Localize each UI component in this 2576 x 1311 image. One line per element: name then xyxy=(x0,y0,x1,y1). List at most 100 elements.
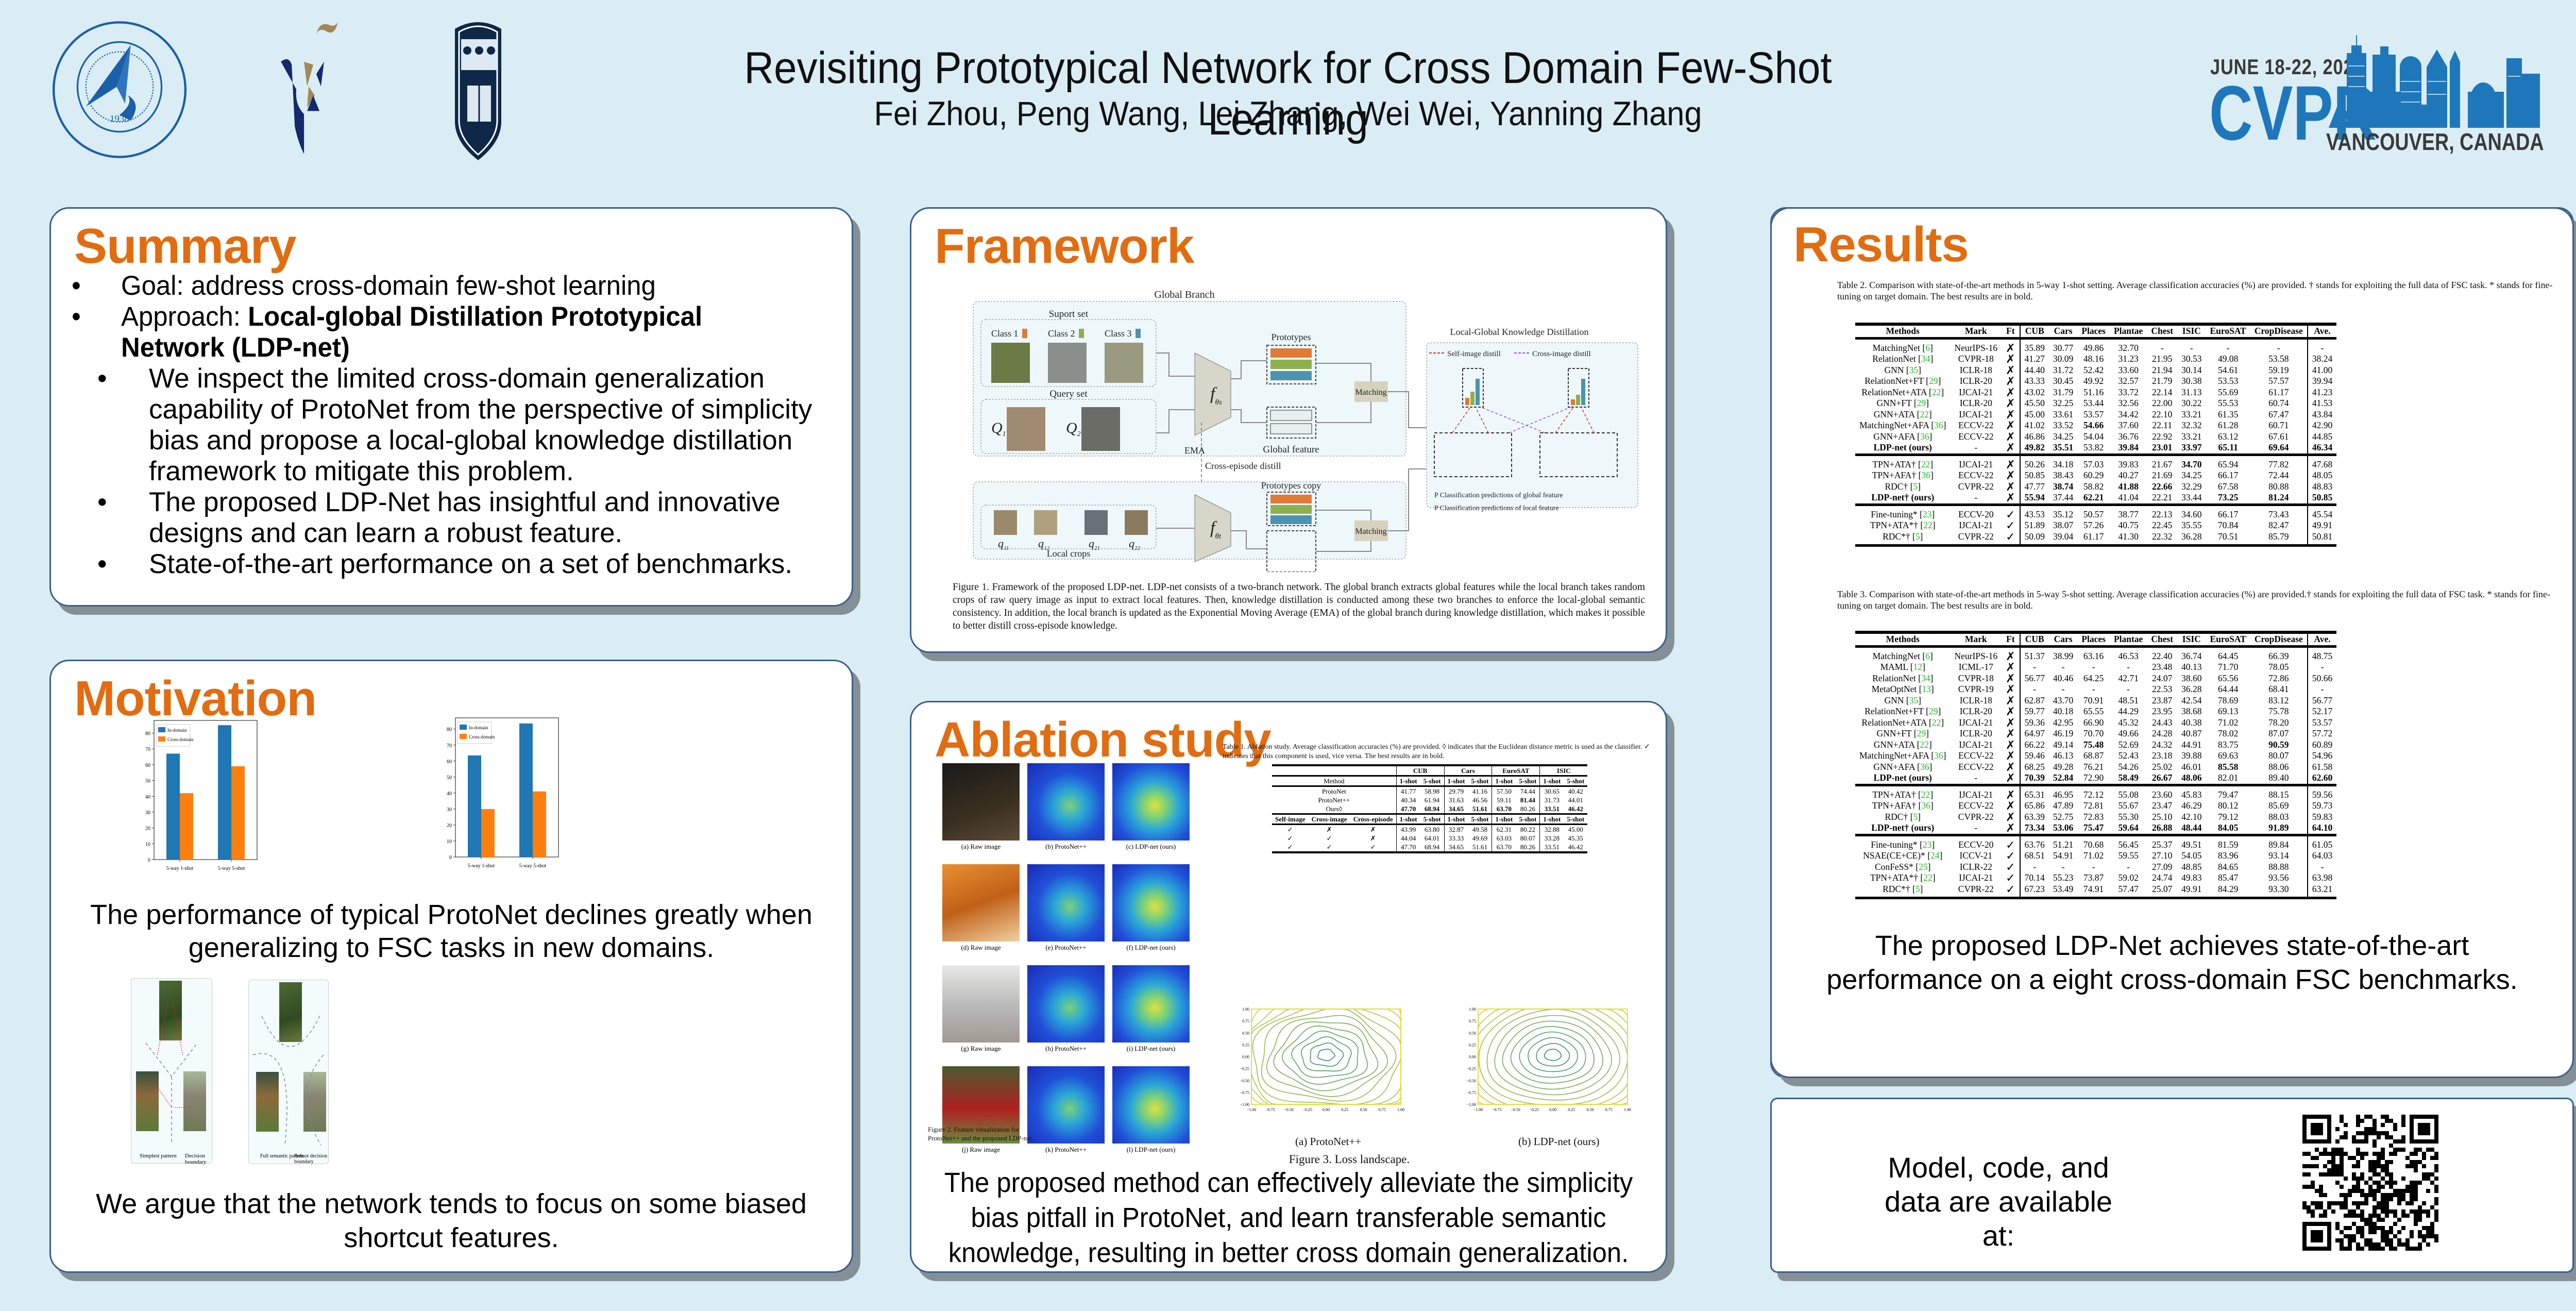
qr-module xyxy=(2360,1119,2364,1123)
class-label: Class 3 xyxy=(1105,328,1132,339)
value-cell: 41.00 xyxy=(2307,364,2337,376)
qr-module xyxy=(2360,1226,2364,1230)
value-cell: 52.75 xyxy=(2053,811,2074,822)
qr-module xyxy=(2377,1152,2381,1156)
x-tick-label: −0.25 xyxy=(1302,1107,1312,1112)
y-tick-label: 30 xyxy=(145,810,150,816)
qr-module xyxy=(2331,1209,2335,1214)
citation-link[interactable]: 29 xyxy=(1917,728,1926,738)
value-cell: 57.57 xyxy=(2268,376,2289,386)
citation-link[interactable]: 6 xyxy=(1925,342,1930,353)
value-cell: 56.45 xyxy=(2109,833,2147,850)
qr-module xyxy=(2311,1201,2315,1205)
citation-link[interactable]: 36 xyxy=(1921,800,1930,811)
qr-module xyxy=(2368,1242,2372,1247)
value-cell: 46.29 xyxy=(2181,800,2202,811)
qr-module xyxy=(2372,1226,2377,1230)
value-cell: 53.58 xyxy=(2268,354,2289,364)
value-cell: 41.88 xyxy=(2118,481,2139,492)
venue: CVPR-18 xyxy=(1958,354,1994,364)
citation-link[interactable]: 13 xyxy=(1922,684,1931,694)
citation-link[interactable]: 22 xyxy=(1931,386,1941,397)
qr-module xyxy=(2434,1156,2438,1160)
qr-module xyxy=(2410,1189,2414,1193)
value-cell: 23.18 xyxy=(2152,750,2173,761)
results-content: Results Table 2. Comparison with state-o… xyxy=(1770,207,2574,1078)
citation-link[interactable]: 5 xyxy=(1913,481,1918,492)
qr-module xyxy=(2401,1119,2405,1123)
citation-link[interactable]: 22 xyxy=(1923,872,1933,883)
citation-link[interactable]: 6 xyxy=(1925,650,1930,661)
citation-link[interactable]: 22 xyxy=(1920,409,1929,419)
value-cell: 22.92 xyxy=(2152,431,2173,442)
venue: IJCAI-21 xyxy=(1959,409,1993,419)
citation-link[interactable]: 25 xyxy=(1919,861,1928,872)
citation-link[interactable]: 5 xyxy=(1913,811,1918,822)
citation-link[interactable]: 23 xyxy=(1922,839,1932,850)
component-flag: ✗ xyxy=(1308,823,1350,834)
venue: ECCV-20 xyxy=(1950,833,2002,850)
motivation-caption-1: The performance of typical ProtoNet decl… xyxy=(90,899,812,963)
citation-link[interactable]: 23 xyxy=(1922,509,1932,519)
heatmap-label: (i) LDP-net (ours) xyxy=(1126,1045,1176,1052)
citation-link[interactable]: 34 xyxy=(1921,673,1930,683)
qr-module xyxy=(2418,1242,2422,1247)
x-tick-label: 0.00 xyxy=(1323,1107,1330,1112)
method-name: ProtoNet++ xyxy=(1318,796,1350,804)
value-cell: 47.89 xyxy=(2053,800,2074,811)
citation-link[interactable]: 24 xyxy=(1930,850,1940,861)
framework-panel: Framework Global Branch Suport set Class… xyxy=(910,207,1667,653)
citation-link[interactable]: 22 xyxy=(1931,717,1941,728)
value-cell: 68.51 xyxy=(2019,850,2049,862)
qr-module xyxy=(2340,1193,2344,1197)
citation-link[interactable]: 36 xyxy=(1920,761,1929,772)
value-cell: 89.84 xyxy=(2250,833,2308,850)
value-cell: 34.60 xyxy=(2177,503,2206,520)
value-cell: 24.32 xyxy=(2152,739,2173,750)
qr-module xyxy=(2397,1197,2401,1201)
column-header: CropDisease xyxy=(2250,323,2308,340)
citation-link[interactable]: 34 xyxy=(1921,354,1930,364)
citation-link[interactable]: 35 xyxy=(1909,364,1919,375)
value-cell: 48.85 xyxy=(2181,861,2202,872)
qr-module xyxy=(2397,1218,2401,1222)
citation-link[interactable]: 5 xyxy=(1915,531,1920,542)
qr-module xyxy=(2307,1164,2311,1168)
qr-module xyxy=(2418,1160,2422,1164)
qr-module xyxy=(2426,1230,2430,1234)
qr-module xyxy=(2426,1242,2430,1247)
citation-link[interactable]: 29 xyxy=(1928,376,1938,386)
value-cell: - xyxy=(2019,662,2049,673)
citation-link[interactable]: 5 xyxy=(1915,883,1920,894)
citation-link[interactable]: 35 xyxy=(1909,695,1919,705)
citation-link[interactable]: 22 xyxy=(1921,789,1930,800)
citation-link[interactable]: 36 xyxy=(1920,431,1929,442)
citation-link[interactable]: 22 xyxy=(1923,520,1933,530)
qr-module xyxy=(2344,1205,2348,1209)
citation-link[interactable]: 22 xyxy=(1921,459,1930,469)
citation-link[interactable]: 22 xyxy=(1920,739,1929,750)
citation-link[interactable]: 36 xyxy=(1934,420,1943,430)
citation-link[interactable]: 29 xyxy=(1928,706,1938,716)
shot-header: 5-shot xyxy=(1564,775,1588,786)
qr-module xyxy=(2327,1201,2331,1205)
citation-link[interactable]: 36 xyxy=(1934,750,1943,761)
qr-module xyxy=(2377,1131,2381,1135)
qr-module xyxy=(2307,1152,2311,1156)
qr-module xyxy=(2356,1230,2360,1234)
citation-link[interactable]: 12 xyxy=(1913,662,1923,672)
value-cell: 34.70 xyxy=(2177,453,2206,470)
qr-module xyxy=(2414,1193,2418,1197)
qr-code-icon[interactable] xyxy=(2302,1115,2438,1251)
value-cell: 65.11 xyxy=(2218,442,2238,452)
citation-link[interactable]: 36 xyxy=(1921,470,1930,480)
qr-module xyxy=(2385,1131,2389,1135)
citation-link[interactable]: 29 xyxy=(1917,398,1926,408)
qr-module xyxy=(2385,1119,2389,1123)
value-cell: 32.32 xyxy=(2181,420,2202,430)
venue: ICLR-20 xyxy=(1959,376,1992,386)
qr-module xyxy=(2410,1209,2414,1214)
finetune-flag: ✗ xyxy=(2006,683,2015,696)
